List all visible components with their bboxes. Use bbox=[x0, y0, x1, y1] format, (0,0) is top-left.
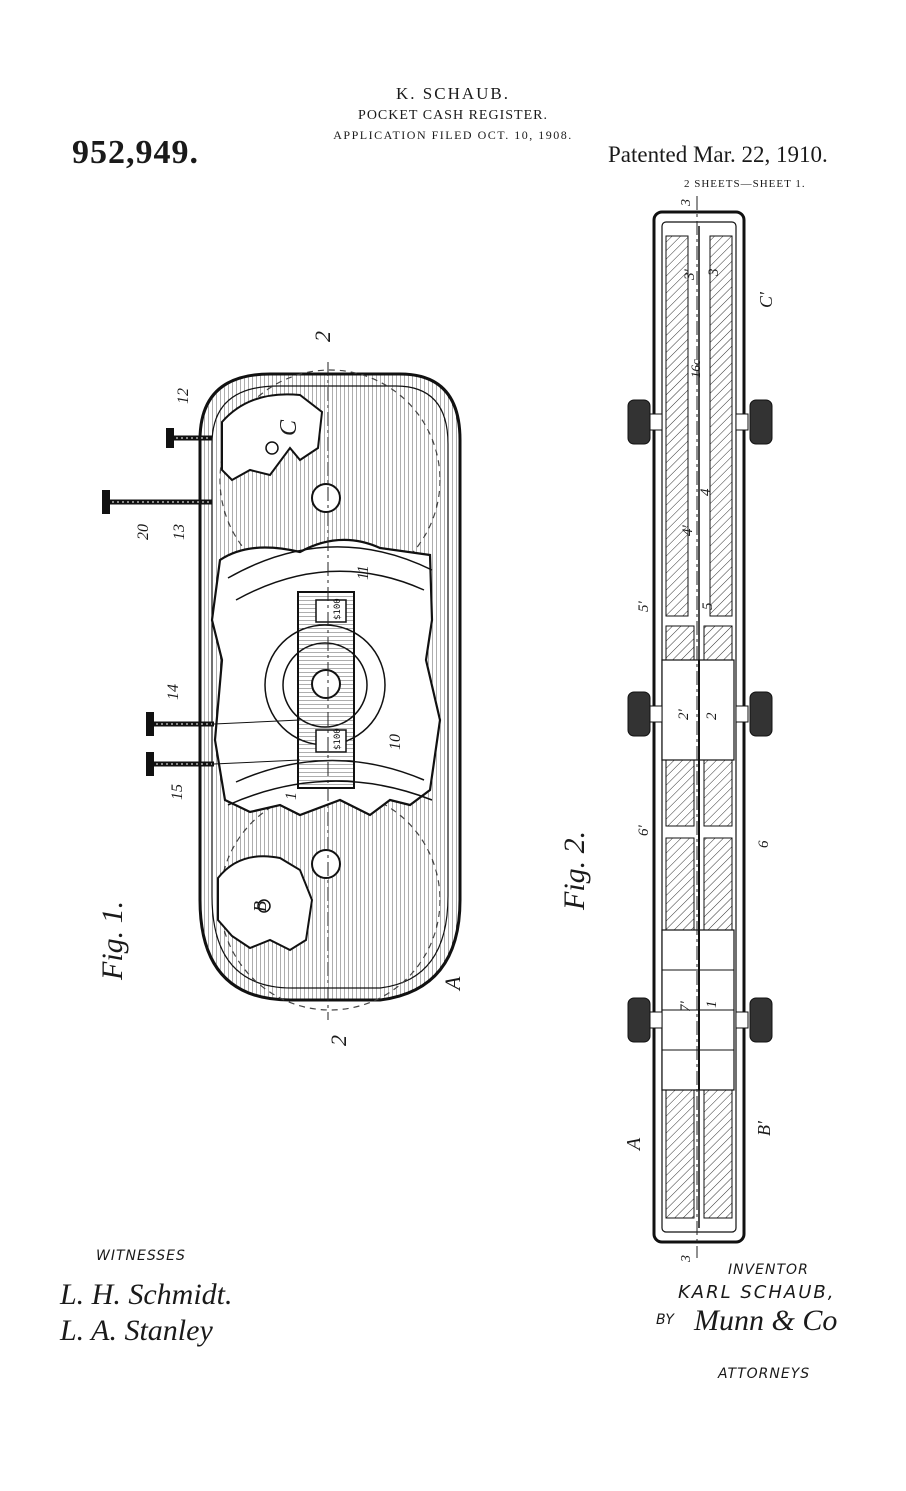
ref-b-prime: B' bbox=[754, 1120, 774, 1136]
figure-2: 3 3 3' 3 C' 16c 4 4' 5' 5 2' 2 6' 6 7' 1… bbox=[558, 196, 776, 1263]
attorney-signature: Munn & Co bbox=[694, 1304, 838, 1337]
ref-3: 3 bbox=[706, 269, 722, 278]
ref-6-prime: 6' bbox=[636, 825, 652, 837]
figure-1: 2 2 C B A 12 20 13 14 15 11 10 1 $100 $1… bbox=[96, 331, 465, 1046]
ref-16c: 16c bbox=[688, 359, 703, 378]
dial-c-cutout bbox=[221, 393, 324, 482]
ref-1: 1 bbox=[283, 792, 300, 800]
by-label: BY bbox=[656, 1312, 674, 1328]
ref-5: 5 bbox=[700, 602, 716, 610]
inventor-heading: K. SCHAUB. bbox=[396, 84, 510, 103]
window-top-value: $100 bbox=[333, 598, 343, 620]
ref-14: 14 bbox=[165, 684, 182, 700]
section-line-label-bottom: 2 bbox=[326, 1035, 351, 1046]
witnesses-label: WITNESSES bbox=[96, 1248, 186, 1264]
ref-6: 6 bbox=[756, 840, 772, 848]
ref-4: 4 bbox=[698, 488, 714, 496]
ref-2-prime: 2' bbox=[676, 709, 692, 721]
ref-4-prime: 4' bbox=[680, 525, 696, 537]
case-label-a: A bbox=[440, 976, 465, 992]
ref-11: 11 bbox=[355, 565, 372, 580]
figure-1-caption: Fig. 1. bbox=[96, 901, 129, 981]
push-button-12 bbox=[166, 428, 212, 448]
dial-b-label: B bbox=[250, 901, 270, 912]
dial-c-label: C bbox=[276, 419, 302, 436]
window-top bbox=[315, 599, 347, 623]
knob-middle bbox=[311, 669, 341, 699]
ref-a-section: A bbox=[623, 1137, 645, 1152]
ref-15: 15 bbox=[169, 784, 186, 800]
filing-date: APPLICATION FILED OCT. 10, 1908. bbox=[333, 128, 573, 142]
figure-2-caption: Fig. 2. bbox=[558, 831, 591, 911]
witness-signature-2: L. A. Stanley bbox=[60, 1314, 213, 1347]
section-knobs bbox=[627, 399, 773, 1043]
ref-10: 10 bbox=[387, 734, 404, 750]
knob-bottom bbox=[311, 849, 341, 879]
ref-5-prime: 5' bbox=[636, 601, 652, 613]
ref-3-prime: 3' bbox=[682, 269, 698, 282]
patented-date: Patented Mar. 22, 1910. bbox=[608, 142, 828, 167]
knob-top bbox=[311, 483, 341, 513]
section-line-label-top: 2 bbox=[310, 331, 335, 342]
sheet-count: 2 SHEETS—SHEET 1. bbox=[684, 178, 806, 190]
push-button-14 bbox=[146, 712, 214, 736]
patent-title: POCKET CASH REGISTER. bbox=[358, 108, 548, 123]
window-bottom-value: $100 bbox=[333, 728, 343, 750]
ref-2: 2 bbox=[704, 712, 720, 720]
ref-c-prime: C' bbox=[756, 291, 776, 308]
patent-number: 952,949. bbox=[72, 134, 199, 171]
section-3-label-top: 3 bbox=[679, 199, 694, 207]
ref-12: 12 bbox=[175, 388, 192, 404]
section-3-label-bottom: 3 bbox=[679, 1255, 694, 1263]
attorneys-label: ATTORNEYS bbox=[718, 1366, 811, 1382]
inventor-label: INVENTOR bbox=[728, 1262, 809, 1278]
push-button-20 bbox=[102, 490, 212, 514]
ref-20: 20 bbox=[135, 524, 152, 540]
inventor-name: KARL SCHAUB, bbox=[678, 1282, 836, 1303]
push-button-15 bbox=[146, 752, 214, 776]
ref-1-section: 1 bbox=[704, 1001, 720, 1009]
window-bottom bbox=[315, 729, 347, 753]
ref-7-prime: 7' bbox=[678, 1001, 694, 1013]
ref-13: 13 bbox=[171, 524, 188, 540]
witness-signature-1: L. H. Schmidt. bbox=[60, 1278, 233, 1311]
